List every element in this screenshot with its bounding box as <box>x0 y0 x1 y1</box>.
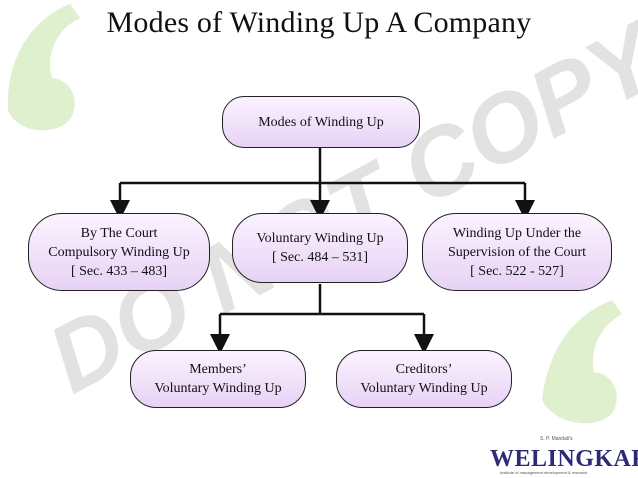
node-creditors-voluntary: Creditors’ Voluntary Winding Up <box>336 350 512 408</box>
quote-mark-decoration <box>7 4 622 424</box>
node-line: [ Sec. 522 - 527] <box>470 263 564 279</box>
node-by-the-court: By The Court Compulsory Winding Up [ Sec… <box>28 213 210 291</box>
logo-tagline: Institute of management development & re… <box>500 470 588 475</box>
node-under-supervision: Winding Up Under the Supervision of the … <box>422 213 612 291</box>
node-line: Winding Up Under the <box>452 225 582 241</box>
node-line: [ Sec. 484 – 531] <box>271 250 369 265</box>
slide-title: Modes of Winding Up A Company <box>106 6 532 39</box>
node-modes-of-winding-up: Modes of Winding Up <box>222 96 420 148</box>
node-line: Members’ <box>189 362 247 377</box>
node-line: By The Court <box>80 225 158 241</box>
node-voluntary-winding-up: Voluntary Winding Up [ Sec. 484 – 531] <box>232 213 408 283</box>
logo-brand: WELINGKAR <box>490 446 638 472</box>
node-line: Supervision of the Court <box>447 244 587 260</box>
node-line: Voluntary Winding Up <box>256 231 384 246</box>
node-line: Voluntary Winding Up <box>154 381 282 396</box>
node-line: Voluntary Winding Up <box>360 381 488 396</box>
node-line: Creditors’ <box>395 362 453 377</box>
node-members-voluntary: Members’ Voluntary Winding Up <box>130 350 306 408</box>
node-line: Compulsory Winding Up <box>48 244 190 260</box>
node-line: Modes of Winding Up <box>258 114 384 130</box>
node-line: [ Sec. 433 – 483] <box>70 263 168 279</box>
welingkar-logo: S. P. Mandali's WELINGKAR Institute of m… <box>490 436 638 475</box>
logo-org: S. P. Mandali's <box>540 436 573 442</box>
